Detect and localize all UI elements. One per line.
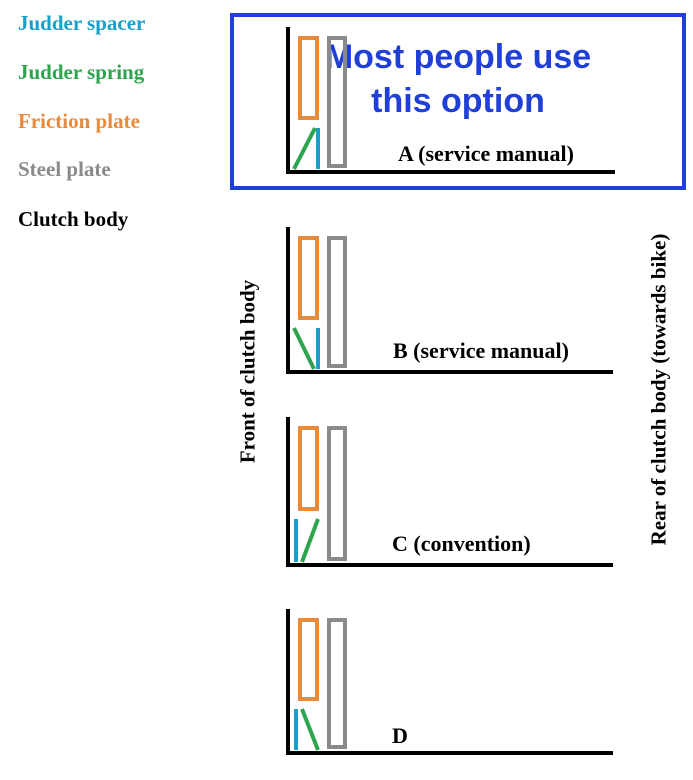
judder-spring-b — [292, 327, 316, 370]
config-label-d: D — [392, 723, 408, 748]
legend-judder-spring: Judder spring — [18, 60, 145, 84]
legend-steel-plate: Steel plate — [18, 157, 111, 181]
legend-friction-plate: Friction plate — [18, 109, 140, 133]
callout-line-1: Most people use — [324, 38, 592, 76]
config-label-a: A (service manual) — [398, 141, 574, 166]
steel-plate-c — [327, 426, 347, 561]
callout-text: Most people use this option — [234, 35, 682, 123]
friction-plate-a — [298, 36, 319, 120]
judder-spring-d — [300, 708, 320, 751]
steel-plate-d — [327, 618, 347, 749]
friction-plate-c — [298, 426, 319, 511]
steel-plate-a — [327, 36, 347, 168]
steel-plate-b — [327, 236, 347, 368]
callout-line-2: this option — [371, 82, 545, 120]
legend-clutch-body: Clutch body — [18, 207, 129, 231]
judder-spring-a — [292, 127, 317, 170]
friction-plate-b — [298, 236, 319, 320]
friction-plate-d — [298, 618, 319, 701]
callout-box: Most people use this option — [230, 13, 686, 190]
config-label-b: B (service manual) — [393, 338, 569, 363]
legend-judder-spacer: Judder spacer — [18, 11, 146, 35]
config-label-c: C (convention) — [392, 531, 531, 556]
judder-spring-c — [300, 518, 320, 563]
